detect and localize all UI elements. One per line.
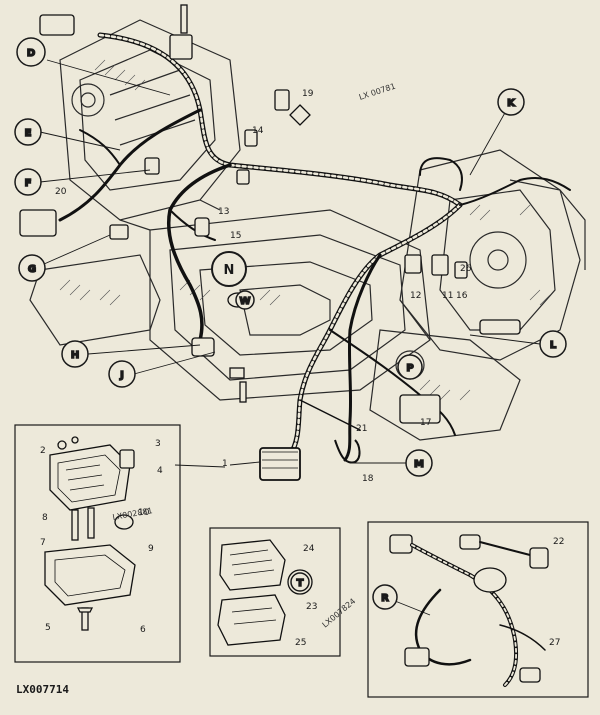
part-number: 20 xyxy=(55,187,67,197)
part-number: 15 xyxy=(230,231,241,241)
callout-circle: P xyxy=(397,354,423,380)
part-number: 1 xyxy=(222,459,228,469)
reference-label: LX 00781 xyxy=(358,82,397,102)
callout-circle: M xyxy=(405,449,433,477)
figure-code: LX007714 xyxy=(16,683,69,696)
part-number: 22 xyxy=(553,537,564,547)
leader-lines xyxy=(34,59,541,616)
part-number: 13 xyxy=(218,207,229,217)
callout-label: T xyxy=(297,578,304,589)
callout-label: E xyxy=(25,128,32,139)
circled-callouts: D E F G H J K L M P R T W xyxy=(14,37,567,610)
main-wiring-harness xyxy=(58,32,571,462)
callout-label: H xyxy=(71,350,79,361)
inset-boxes xyxy=(14,424,589,698)
callout-circle: T xyxy=(290,572,310,592)
connector-parts xyxy=(19,4,521,481)
part-number: 2 xyxy=(40,446,46,456)
part-number: 16 xyxy=(456,291,468,301)
part-number: 5 xyxy=(45,623,51,633)
reference-label: LX007824 xyxy=(321,597,358,630)
part-number: 26 xyxy=(460,264,472,274)
center-label: N xyxy=(224,263,235,278)
callout-label: G xyxy=(28,264,36,275)
part-number: 9 xyxy=(148,544,154,554)
callout-label: M xyxy=(414,459,424,470)
part-number: 27 xyxy=(549,638,560,648)
right-inset-parts xyxy=(389,534,549,687)
part-number: 24 xyxy=(303,544,315,554)
center-inset-parts xyxy=(217,539,313,646)
part-number: 12 xyxy=(410,291,421,301)
part-number: 8 xyxy=(42,513,48,523)
hatching-texture xyxy=(59,59,551,401)
callout-label: D xyxy=(27,48,35,59)
part-number: 4 xyxy=(157,466,163,476)
callout-label: L xyxy=(550,340,557,351)
part-number: 3 xyxy=(155,439,161,449)
callout-label: W xyxy=(239,296,250,307)
part-number: 6 xyxy=(140,625,146,635)
part-number: 19 xyxy=(302,89,314,99)
part-number: 17 xyxy=(420,418,431,428)
inset-box-left xyxy=(14,424,181,663)
part-number: 10 xyxy=(138,508,150,518)
callout-label: R xyxy=(381,593,389,604)
callout-label: J xyxy=(119,370,124,381)
inset-box-right xyxy=(367,521,589,698)
part-number: 21 xyxy=(356,424,367,434)
callout-circle: L xyxy=(539,330,567,358)
callout-label: K xyxy=(507,98,516,109)
left-inset-parts xyxy=(44,436,136,631)
callout-circle: R xyxy=(372,584,398,610)
part-number: 25 xyxy=(295,638,306,648)
center-badge: N xyxy=(211,251,247,287)
callout-circle: J xyxy=(108,360,136,388)
callout-circle: H xyxy=(61,340,89,368)
callout-label: F xyxy=(25,178,32,189)
callout-circle: W xyxy=(235,290,255,310)
part-number: 14 xyxy=(252,126,264,136)
callout-circle: D xyxy=(16,37,46,67)
inset-box-center xyxy=(209,527,341,657)
part-number: 11 xyxy=(442,291,453,301)
part-numbers: 1 2 3 4 5 6 7 8 9 10 11 12 13 14 15 16 1… xyxy=(40,89,564,648)
callout-circle: E xyxy=(14,118,42,146)
callout-circle: G xyxy=(18,254,46,282)
callout-circle: K xyxy=(497,88,525,116)
part-number: 18 xyxy=(362,474,374,484)
part-number: 23 xyxy=(306,602,317,612)
callout-label: P xyxy=(406,363,413,374)
part-number: 7 xyxy=(40,538,46,548)
callout-circle: F xyxy=(14,168,42,196)
